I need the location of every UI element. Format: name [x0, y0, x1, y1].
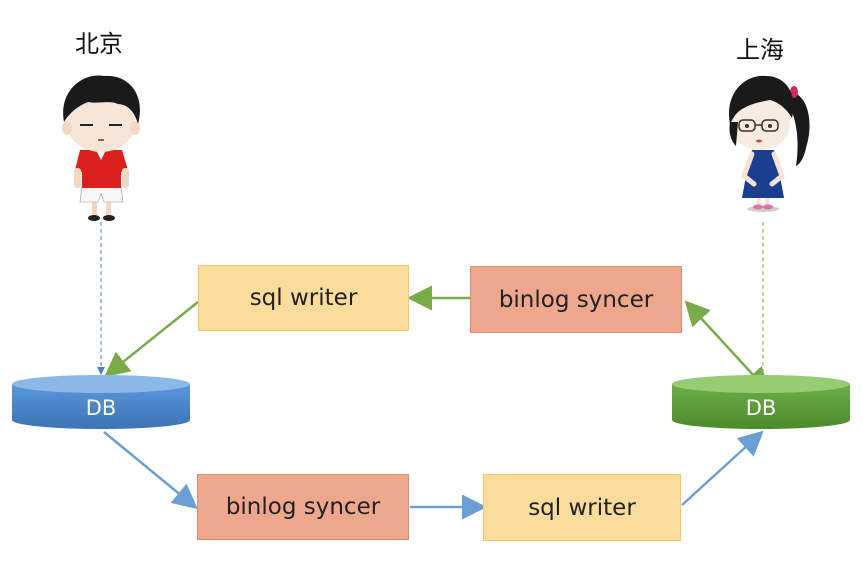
right-db-label: DB [746, 396, 777, 420]
arrow-bottom-writer-to-right-db [681, 430, 764, 506]
bottom-binlog-syncer-box: binlog syncer [197, 474, 409, 540]
top-sql-writer-box: sql writer [198, 265, 409, 331]
left-db-cylinder: DB [12, 375, 190, 429]
right-db-cylinder: DB [672, 375, 850, 429]
beijing-label: 北京 [75, 30, 123, 58]
bottom-sql-writer-box: sql writer [483, 474, 681, 541]
left-db-label: DB [86, 396, 117, 420]
top-binlog-syncer-box: binlog syncer [470, 266, 682, 333]
arrow-top-writer-to-left-db [104, 301, 199, 378]
shanghai-label: 上海 [736, 36, 784, 64]
arrow-right-db-top-syncer [684, 300, 770, 393]
boy-avatar-icon [62, 75, 140, 221]
arrow-left-db-to-bottom-syncer [103, 431, 198, 510]
girl-avatar-icon [728, 75, 810, 212]
